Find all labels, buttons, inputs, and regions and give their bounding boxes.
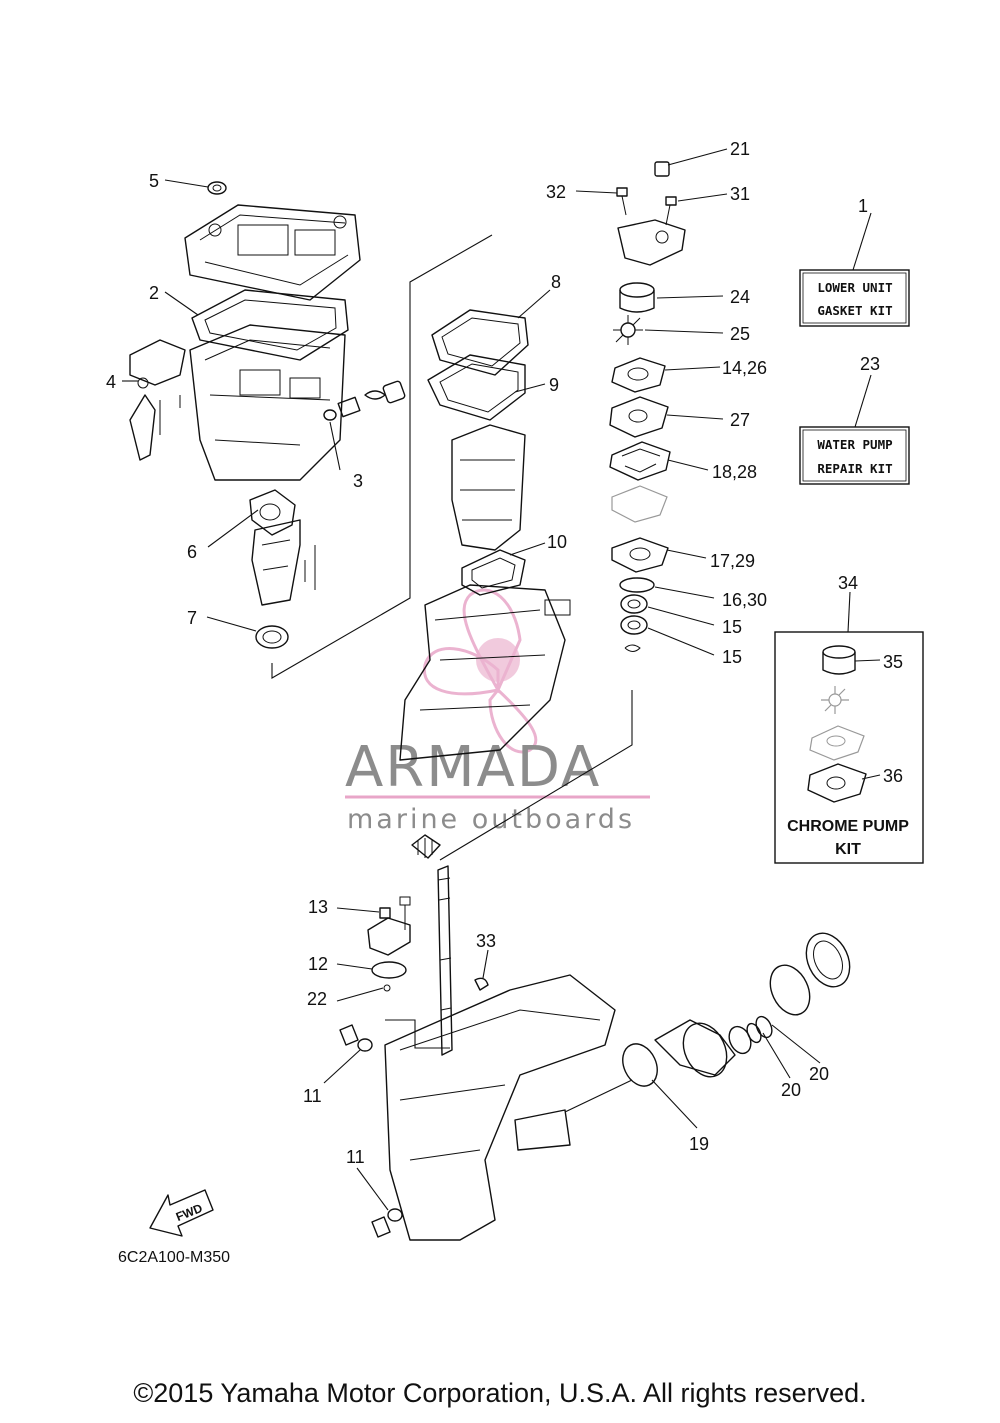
chrome-kit-line1: CHROME PUMP [787, 818, 909, 835]
callout-13: 13 [308, 897, 328, 917]
callout-32: 32 [546, 182, 566, 202]
callout-35: 35 [883, 652, 903, 672]
callout-11a: 11 [303, 1086, 322, 1106]
callout-2: 2 [149, 283, 159, 303]
callout-9: 9 [549, 375, 559, 395]
copyright-notice: ©2015 Yamaha Motor Corporation, U.S.A. A… [133, 1378, 867, 1408]
callout-15b: 15 [722, 647, 742, 667]
callout-25: 25 [730, 324, 750, 344]
lower-unit-assembly [339, 865, 851, 1241]
callout-8: 8 [551, 272, 561, 292]
callout-7: 7 [187, 608, 197, 628]
callout-18-28: 18,28 [712, 462, 757, 482]
lower-unit-kit-line2: GASKET KIT [817, 303, 892, 318]
lower-unit-gasket-kit-box: LOWER UNIT GASKET KIT [799, 269, 910, 327]
water-pump-stack [609, 161, 686, 652]
callout-31: 31 [730, 184, 750, 204]
callout-22: 22 [307, 989, 327, 1009]
callout-36: 36 [883, 766, 903, 786]
callout-21: 21 [730, 139, 750, 159]
lower-unit-kit-line1: LOWER UNIT [817, 280, 892, 295]
fwd-arrow-icon: FWD [149, 1189, 214, 1237]
callout-24: 24 [730, 287, 750, 307]
water-pump-kit-line2: REPAIR KIT [817, 461, 892, 476]
callout-16-30: 16,30 [722, 590, 767, 610]
chrome-pump-kit-box: CHROME PUMP KIT [774, 631, 924, 864]
callout-20b: 20 [809, 1064, 829, 1084]
callout-3: 3 [353, 471, 363, 491]
watermark-brand: ARMADA [345, 735, 601, 800]
callout-15a: 15 [722, 617, 742, 637]
callout-23: 23 [860, 354, 880, 374]
armada-watermark: ARMADA marine outboards [345, 588, 650, 835]
callout-6: 6 [187, 542, 197, 562]
callout-19: 19 [689, 1134, 709, 1154]
upper-casing-assembly [129, 181, 493, 679]
callout-17-29: 17,29 [710, 551, 755, 571]
callout-10: 10 [547, 532, 567, 552]
callout-34: 34 [838, 573, 858, 593]
callout-numbers: 1 2 3 4 5 6 7 8 9 10 11 11 12 13 14,26 1… [106, 139, 903, 1167]
callout-1: 1 [858, 196, 868, 216]
callout-27: 27 [730, 410, 750, 430]
kit-boxes: LOWER UNIT GASKET KIT WATER PUMP REPAIR … [774, 269, 924, 864]
chrome-kit-line2: KIT [835, 841, 861, 858]
propeller-logo [422, 588, 538, 754]
callout-33: 33 [476, 931, 496, 951]
callout-12: 12 [308, 954, 328, 974]
callout-5: 5 [149, 171, 159, 191]
center-housing-assembly [399, 309, 633, 861]
water-pump-kit-line1: WATER PUMP [817, 437, 892, 452]
watermark-tagline: marine outboards [347, 804, 635, 835]
diagram-code: 6C2A100-M350 [118, 1249, 230, 1266]
water-pump-repair-kit-box: WATER PUMP REPAIR KIT [799, 426, 910, 485]
leader-lines [122, 148, 881, 1211]
callout-20a: 20 [781, 1080, 801, 1100]
callout-11b: 11 [346, 1147, 365, 1167]
callout-4: 4 [106, 372, 116, 392]
callout-14-26: 14,26 [722, 358, 767, 378]
